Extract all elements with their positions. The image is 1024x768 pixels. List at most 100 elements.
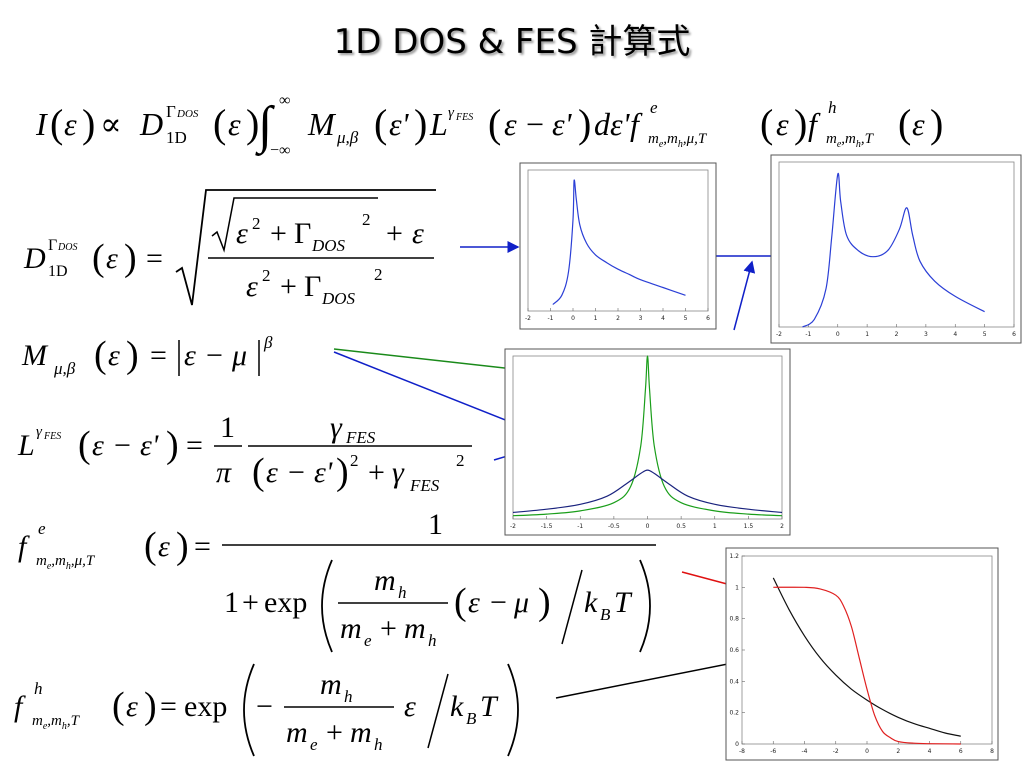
series-line-0 (772, 577, 961, 737)
svg-text:ε: ε (228, 106, 241, 142)
svg-text:I: I (35, 106, 48, 142)
svg-text:DOS: DOS (321, 289, 356, 308)
svg-text:me,mh,μ,T: me,mh,μ,T (36, 553, 96, 572)
svg-text:ε: ε (412, 217, 424, 250)
paren: ( (50, 101, 63, 146)
y-tick-label: 0.6 (729, 647, 739, 654)
svg-text:): ) (166, 424, 179, 466)
svg-text:2: 2 (252, 214, 261, 233)
svg-text:me,mh,T: me,mh,T (32, 713, 81, 732)
svg-text:L: L (17, 429, 35, 462)
svg-text:Γ: Γ (166, 102, 176, 121)
y-tick-label: 0 (735, 741, 739, 748)
svg-text:f: f (18, 530, 30, 563)
svg-text:μ,β: μ,β (336, 128, 359, 147)
svg-text:): ) (794, 101, 807, 146)
svg-text:e: e (38, 519, 46, 538)
svg-text:ε: ε (404, 690, 416, 723)
svg-text:ε: ε (108, 339, 120, 372)
svg-text:FES: FES (43, 431, 61, 442)
svg-text:ε': ε' (140, 429, 159, 462)
svg-text:−: − (114, 429, 131, 462)
x-tick-label: 0 (571, 315, 575, 322)
arrow-plot3-to-plot2 (733, 260, 756, 331)
x-tick-label: 4 (953, 331, 957, 338)
svg-text:ε: ε (64, 106, 77, 142)
fh-equation: f h me,mh,T ( ε ) = exp − m h m e + m h … (14, 663, 519, 757)
x-tick-label: 4 (661, 315, 665, 322)
x-tick-label: -1.5 (541, 523, 553, 530)
svg-text:f: f (14, 690, 26, 723)
svg-text:D: D (23, 242, 46, 275)
svg-text:2: 2 (456, 451, 465, 470)
svg-text:1D: 1D (166, 128, 187, 147)
svg-text:ε: ε (246, 270, 258, 303)
svg-text:=: = (146, 242, 163, 275)
svg-text:+: + (380, 612, 397, 645)
l-equation: L γ FES ( ε − ε' ) = 1 π γ FES ( ε − ε' … (17, 411, 472, 495)
x-tick-label: 3 (924, 331, 928, 338)
svg-text:ε: ε (236, 217, 248, 250)
svg-text:DOS: DOS (311, 236, 346, 255)
svg-text:ε': ε' (314, 456, 333, 489)
svg-text:me,mh,T: me,mh,T (826, 131, 875, 150)
svg-text:ε: ε (776, 106, 789, 142)
svg-text:me,mh,μ,T: me,mh,μ,T (648, 131, 708, 150)
svg-text:m: m (286, 716, 308, 749)
x-tick-label: -2 (510, 523, 516, 530)
svg-text:L: L (429, 106, 448, 142)
svg-text:f: f (808, 106, 821, 142)
svg-text:k: k (450, 690, 464, 723)
svg-text:B: B (600, 605, 611, 624)
svg-text:e: e (364, 631, 372, 650)
svg-text:ε: ε (158, 530, 170, 563)
svg-text:γ: γ (330, 411, 343, 444)
svg-text:D: D (139, 106, 163, 142)
svg-text:f: f (630, 106, 643, 142)
svg-text:FES: FES (455, 112, 473, 123)
x-tick-label: 4 (928, 748, 932, 755)
x-tick-label: 2 (895, 331, 899, 338)
svg-text:−: − (490, 586, 507, 619)
svg-text:M: M (21, 339, 49, 372)
svg-text:γ: γ (448, 105, 455, 121)
x-tick-label: 1 (713, 523, 717, 530)
x-tick-label: 2 (896, 748, 900, 755)
svg-text:k: k (584, 586, 598, 619)
svg-text:+: + (386, 217, 403, 250)
svg-text:h: h (344, 687, 353, 706)
svg-text:ε: ε (126, 690, 138, 723)
svg-text:(: ( (760, 101, 773, 146)
svg-text:2: 2 (362, 210, 371, 229)
svg-text:e: e (650, 98, 658, 117)
svg-text:β: β (263, 333, 273, 352)
x-tick-label: 3 (639, 315, 643, 322)
svg-text:h: h (374, 735, 383, 754)
svg-text:π: π (216, 456, 232, 489)
svg-text:(: ( (144, 525, 157, 567)
svg-text:): ) (144, 685, 157, 727)
svg-text:(: ( (92, 237, 105, 279)
svg-text:(: ( (78, 424, 91, 466)
svg-text:): ) (414, 101, 427, 146)
svg-text:ε: ε (92, 429, 104, 462)
dos-equation: D 1D Γ DOS ( ε ) = ε 2 + Γ DOS 2 + ε ε 2… (23, 189, 436, 308)
svg-text:M: M (307, 106, 337, 142)
svg-text:2: 2 (262, 266, 271, 285)
svg-text:+: + (280, 270, 297, 303)
svg-text:−: − (526, 106, 544, 142)
x-tick-label: 1.5 (744, 523, 754, 530)
svg-text:d: d (594, 106, 611, 142)
x-tick-label: 6 (1012, 331, 1016, 338)
svg-text:μ,β: μ,β (53, 359, 76, 378)
svg-text:(: ( (488, 101, 501, 146)
x-tick-label: 0 (646, 523, 650, 530)
svg-text:m: m (404, 612, 426, 645)
x-tick-label: 6 (706, 315, 710, 322)
x-tick-label: 2 (780, 523, 784, 530)
svg-text:1D: 1D (48, 263, 68, 280)
svg-text:2: 2 (374, 265, 383, 284)
